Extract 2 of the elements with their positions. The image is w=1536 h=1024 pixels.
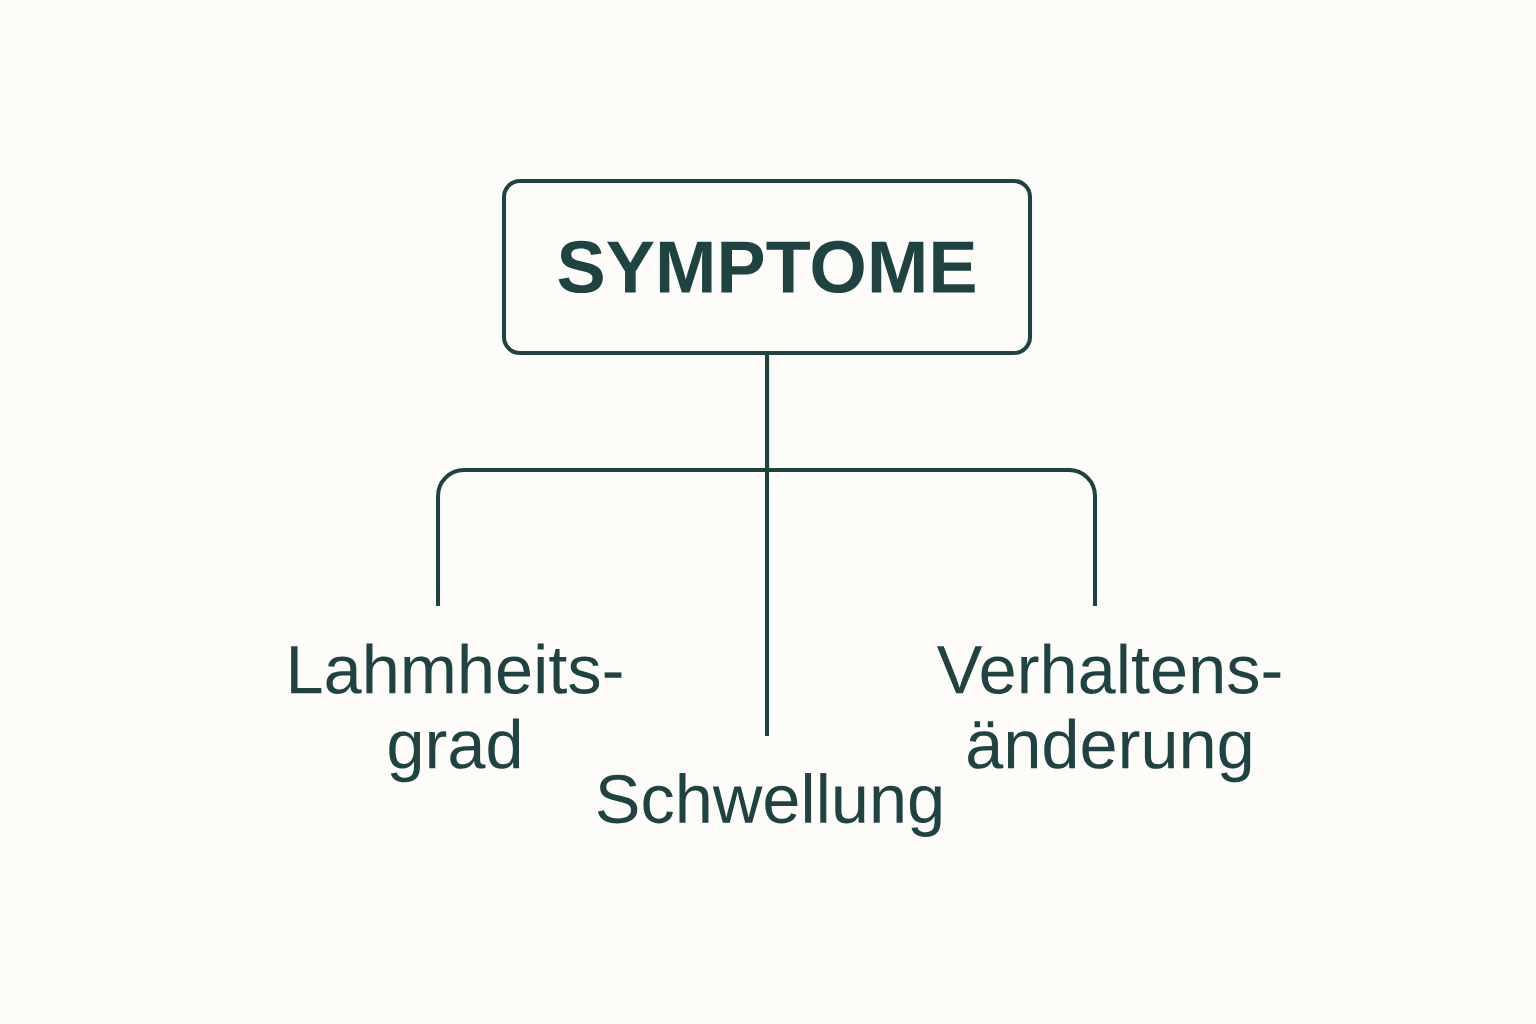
connector-line bbox=[765, 355, 1098, 606]
category-box: SYMPTOME bbox=[502, 178, 1033, 355]
